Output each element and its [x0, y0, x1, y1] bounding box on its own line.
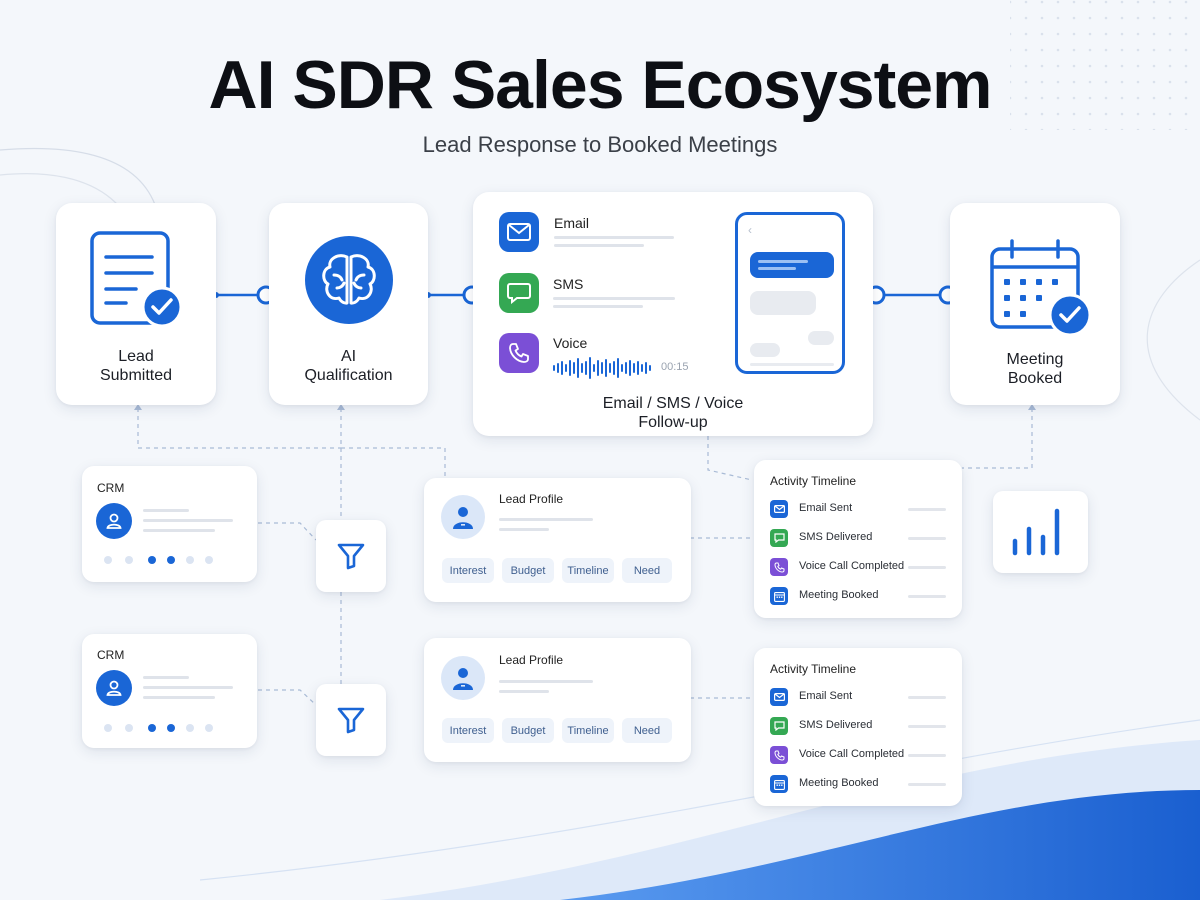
channel-sms-label: SMS — [553, 276, 584, 292]
timeline-item: SMS Delivered — [770, 529, 946, 549]
channel-email-label: Email — [554, 215, 590, 231]
stage-lead-label-1: Lead — [118, 348, 154, 365]
activity-timeline-title: Activity Timeline — [770, 662, 857, 676]
timeline-item: Voice Call Completed — [770, 746, 946, 766]
chat-bubble-icon — [770, 717, 788, 735]
lead-profile-card: Lead Profile Interest Budget Timeline Ne… — [424, 478, 691, 602]
timeline-item: Meeting Booked — [770, 775, 946, 795]
tag-budget: Budget — [502, 718, 554, 743]
stage-meeting-booked: Meeting Booked — [950, 203, 1120, 405]
crm-card: CRM — [82, 634, 257, 748]
envelope-icon — [770, 500, 788, 518]
tag-need: Need — [622, 558, 672, 583]
stage-followup: Email SMS Voice 00:15 ‹ Email / SMS / Vo… — [473, 192, 873, 436]
timeline-item-label: Email Sent — [799, 690, 853, 702]
timeline-item: Voice Call Completed — [770, 558, 946, 578]
activity-timeline-card: Activity Timeline Email Sent SMS Deliver… — [754, 648, 962, 806]
chat-bubble-icon — [770, 529, 788, 547]
stage-followup-label-1: Email / SMS / Voice — [602, 395, 744, 412]
filter-node — [316, 684, 386, 756]
tag-budget: Budget — [502, 558, 554, 583]
voice-waveform — [553, 357, 651, 379]
stage-meeting-label-2: Booked — [1007, 370, 1063, 387]
stage-meeting-label-1: Meeting — [1006, 351, 1064, 368]
crm-card: CRM — [82, 466, 257, 582]
tag-need: Need — [622, 718, 672, 743]
stage-ai-qualification: AI Qualification — [269, 203, 428, 405]
activity-timeline-card: Activity Timeline Email Sent SMS Deliver… — [754, 460, 962, 618]
timeline-item-label: Meeting Booked — [799, 589, 879, 601]
stage-ai-label-1: AI — [340, 348, 357, 365]
bar-chart-icon — [1012, 508, 1060, 556]
stage-lead-submitted: Lead Submitted — [56, 203, 216, 405]
timeline-item-label: SMS Delivered — [799, 531, 873, 543]
voice-duration: 00:15 — [661, 361, 689, 373]
phone-icon — [770, 558, 788, 576]
tag-timeline: Timeline — [562, 558, 614, 583]
timeline-item-label: Meeting Booked — [799, 777, 879, 789]
stage-lead-label-2: Submitted — [99, 367, 173, 384]
timeline-item-label: Voice Call Completed — [799, 748, 905, 760]
avatar — [441, 495, 485, 539]
calendar-icon — [770, 587, 788, 605]
envelope-icon — [499, 212, 539, 252]
user-icon — [96, 503, 132, 539]
phone-mockup: ‹ — [735, 212, 845, 374]
calendar-icon — [770, 775, 788, 793]
timeline-item: Email Sent — [770, 500, 946, 520]
funnel-icon — [337, 707, 365, 734]
tag-interest: Interest — [442, 718, 494, 743]
timeline-item: Email Sent — [770, 688, 946, 708]
stage-followup-label-2: Follow-up — [638, 414, 708, 431]
page-title: AI SDR Sales Ecosystem — [208, 47, 992, 123]
page-subtitle: Lead Response to Booked Meetings — [422, 132, 778, 157]
brain-icon — [305, 236, 393, 324]
phone-icon — [770, 746, 788, 764]
crm-title: CRM — [97, 481, 125, 495]
timeline-item: Meeting Booked — [770, 587, 946, 607]
chat-bubble-icon — [499, 273, 539, 313]
avatar — [441, 656, 485, 700]
channel-voice-label: Voice — [553, 335, 588, 351]
crm-title: CRM — [97, 648, 125, 662]
lead-profile-title: Lead Profile — [499, 653, 564, 667]
funnel-icon — [337, 543, 365, 570]
phone-icon — [499, 333, 539, 373]
timeline-item-label: Email Sent — [799, 502, 853, 514]
tag-interest: Interest — [442, 558, 494, 583]
timeline-item-label: Voice Call Completed — [799, 560, 905, 572]
calendar-check-icon — [990, 239, 1092, 337]
document-check-icon — [90, 231, 183, 328]
lead-profile-title: Lead Profile — [499, 492, 564, 506]
tag-timeline: Timeline — [562, 718, 614, 743]
lead-profile-card: Lead Profile Interest Budget Timeline Ne… — [424, 638, 691, 762]
timeline-item: SMS Delivered — [770, 717, 946, 737]
timeline-item-label: SMS Delivered — [799, 719, 873, 731]
stage-ai-label-2: Qualification — [304, 367, 393, 384]
activity-timeline-title: Activity Timeline — [770, 474, 857, 488]
filter-node — [316, 520, 386, 592]
user-icon — [96, 670, 132, 706]
envelope-icon — [770, 688, 788, 706]
analytics-card — [993, 491, 1088, 573]
